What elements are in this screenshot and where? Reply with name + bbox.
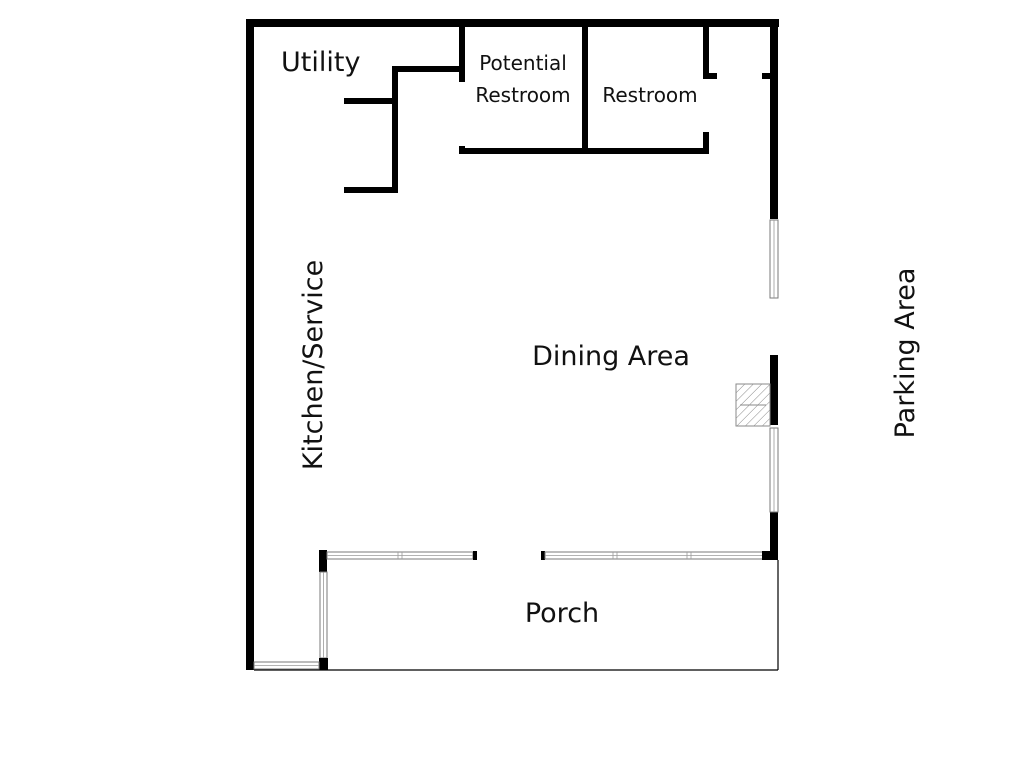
room-label-kitchen: Kitchen/Service: [298, 260, 329, 470]
window-right-upper: [769, 219, 779, 299]
porch-wall-corner-right: [762, 551, 778, 560]
room-label-dining: Dining Area: [532, 341, 690, 372]
room-label-potential-restroom-line1: Potential: [479, 51, 567, 75]
porch-wall-door-right: [541, 551, 545, 560]
area-label-parking: Parking Area: [890, 268, 921, 439]
window-porch-left: [319, 571, 328, 659]
room-label-utility: Utility: [281, 47, 360, 78]
porch-wall-bottom-corner: [319, 658, 328, 670]
utility-wall-stub-upper: [344, 98, 398, 104]
restroom-wall-left-upper: [459, 27, 465, 82]
window-porch-top-right: [544, 551, 766, 560]
porch-wall-door-left: [473, 551, 477, 560]
utility-wall-vertical: [392, 66, 398, 193]
restroom-wall-right-upper: [703, 27, 709, 79]
wall-right-lower: [770, 512, 778, 560]
room-label-porch: Porch: [525, 598, 599, 629]
wall-right-upper: [770, 19, 778, 219]
wall-left: [246, 19, 254, 670]
window-right-lower: [769, 427, 779, 513]
hall-wall-stub: [762, 73, 778, 79]
wall-right-middle: [770, 355, 778, 425]
room-label-potential-restroom-line2: Restroom: [475, 83, 570, 107]
room-label-restroom: Restroom: [602, 83, 697, 107]
utility-wall-stub-lower: [344, 187, 398, 193]
restroom-wall-right-stub: [703, 73, 717, 79]
restroom-wall-right-lower: [703, 132, 709, 154]
wall-top: [246, 19, 779, 27]
porch-wall-corner-left: [319, 550, 327, 572]
window-porch-top-left: [326, 551, 474, 560]
utility-wall-top: [394, 66, 462, 72]
window-porch-bottom: [253, 661, 320, 670]
restroom-wall-divider: [582, 27, 588, 153]
